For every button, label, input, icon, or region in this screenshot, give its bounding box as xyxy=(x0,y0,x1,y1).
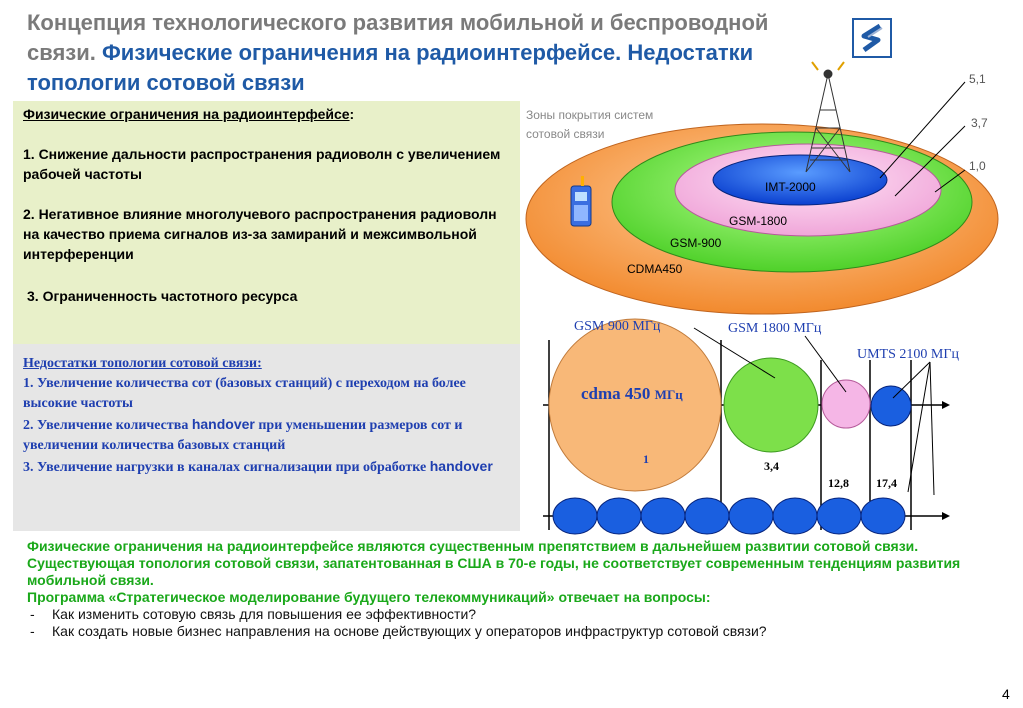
ratio-17-4: 17,4 xyxy=(876,476,897,490)
gsm1800-zone-label: GSM-1800 xyxy=(729,214,788,228)
axis-top-arrow xyxy=(942,401,950,409)
topology-item-2-handover: handover xyxy=(191,416,255,432)
small-cell-5 xyxy=(728,497,774,535)
value-3-7: 3,7 xyxy=(971,116,988,130)
company-logo-icon xyxy=(852,18,892,58)
cdma-zone-label: CDMA450 xyxy=(627,262,683,276)
cell-cdma450 xyxy=(548,318,722,492)
leader-gsm1800 xyxy=(804,335,847,393)
physical-limits-box: Физические ограничения на радиоинтерфейс… xyxy=(13,101,520,344)
topology-item-3-text-a: 3. Увеличение нагрузки в каналах сигнали… xyxy=(23,460,430,475)
leader-gsm900 xyxy=(693,327,776,379)
heading-colon: : xyxy=(349,106,355,122)
leader-line-3-7 xyxy=(894,125,966,197)
cdma450-cell-label: cdma 450 МГц xyxy=(581,384,683,404)
zones-caption-line-1: Зоны покрытия систем xyxy=(526,108,654,122)
cdma450-cell-label-main: cdma 450 xyxy=(581,384,655,403)
leader-line-5-1 xyxy=(879,81,966,179)
cell-gsm900 xyxy=(723,357,819,453)
question-1-dash: - xyxy=(30,606,35,622)
question-2-text: Как создать новые бизнес направления на … xyxy=(52,623,767,639)
small-cell-7 xyxy=(816,497,862,535)
conclusion-line-2: Существующая топология сотовой связи, за… xyxy=(27,555,961,588)
imt-label: IMT-2000 xyxy=(765,180,816,194)
title-part1: Концепция технологического развития моби… xyxy=(27,10,769,65)
value-1-0: 1,0 xyxy=(969,159,986,173)
antenna-tower-icon xyxy=(805,61,851,173)
page-number: 4 xyxy=(1002,686,1010,702)
leader-umts-3 xyxy=(929,361,935,496)
title-part2: Физические ограничения на радиоинтерфейс… xyxy=(27,40,754,95)
small-cell-6 xyxy=(772,497,818,535)
gsm1800-cell-label: GSM 1800 МГц xyxy=(728,321,822,336)
topology-drawbacks-box: Недостатки топологии сотовой связи: 1. У… xyxy=(13,344,520,531)
ratio-1: 1 xyxy=(643,452,649,466)
topology-item-2-text-c: при уменьшении размеров сот и увеличении… xyxy=(23,418,463,453)
small-cell-3 xyxy=(640,497,686,535)
conclusion-line-1: Физические ограничения на радиоинтерфейс… xyxy=(27,538,919,554)
small-cell-8 xyxy=(860,497,906,535)
umts-cell-label: UMTS 2100 МГц xyxy=(857,347,959,362)
gsm900-cell-label: GSM 900 МГц xyxy=(574,319,661,334)
topology-item-2-text-a: 2. Увеличение количества xyxy=(23,418,192,433)
conclusions-block: Физические ограничения на радиоинтерфейс… xyxy=(27,538,1007,640)
question-1-text: Как изменить сотовую связь для повышения… xyxy=(52,606,477,622)
leader-umts-1 xyxy=(892,361,931,399)
topology-item-2: 2. Увеличение количества handover при ум… xyxy=(23,414,508,456)
topology-item-3-handover: handover xyxy=(429,458,493,474)
physical-limit-item-3: 3. Ограниченность частотного ресурса xyxy=(27,288,298,304)
value-5-1: 5,1 xyxy=(969,72,986,86)
ratio-3-4: 3,4 xyxy=(764,459,779,473)
question-1: - Как изменить сотовую связь для повышени… xyxy=(27,606,1007,623)
question-2: - Как создать новые бизнес направления на… xyxy=(27,623,1007,640)
cell-umts xyxy=(870,385,912,427)
conclusion-line-3: Программа «Стратегическое моделирование … xyxy=(27,589,711,605)
cell-gsm1800 xyxy=(821,379,871,429)
topology-item-3: 3. Увеличение нагрузки в каналах сигнали… xyxy=(23,456,508,478)
zones-caption-line-2: сотовой связи xyxy=(526,127,605,141)
small-cell-2 xyxy=(596,497,642,535)
mobile-phone-icon xyxy=(570,176,592,227)
axis-bottom-arrow xyxy=(942,512,950,520)
leader-line-1-0 xyxy=(934,169,966,193)
small-cell-1 xyxy=(552,497,598,535)
cdma450-cell-label-unit: МГц xyxy=(654,387,683,402)
question-2-dash: - xyxy=(30,623,35,639)
physical-limit-item-2: 2. Негативное влияние многолучевого расп… xyxy=(23,206,497,262)
page-title: Концепция технологического развития моби… xyxy=(27,8,817,98)
topology-heading: Недостатки топологии сотовой связи: xyxy=(23,356,262,371)
gsm900-zone-label: GSM-900 xyxy=(670,236,722,250)
topology-item-1: 1. Увеличение количества сот (базовых ст… xyxy=(23,376,466,411)
small-cell-4 xyxy=(684,497,730,535)
zones-caption: Зоны покрытия систем сотовой связи xyxy=(526,106,726,144)
physical-limits-heading: Физические ограничения на радиоинтерфейс… xyxy=(23,106,350,122)
physical-limit-item-1: 1. Снижение дальности распространения ра… xyxy=(23,146,501,182)
imt-zone xyxy=(712,154,888,206)
ratio-12-8: 12,8 xyxy=(828,476,849,490)
leader-umts-2 xyxy=(907,361,931,493)
